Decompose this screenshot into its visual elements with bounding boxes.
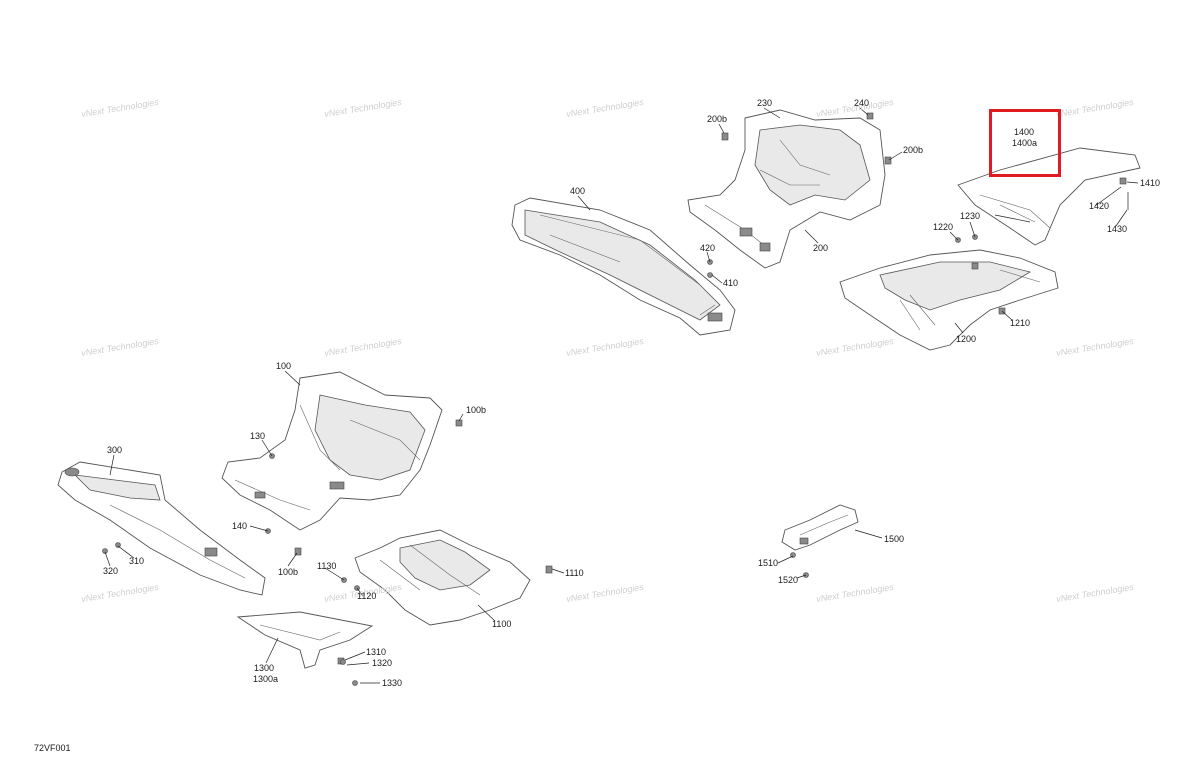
part-1500-bracket	[781, 504, 859, 551]
part-label-1500[interactable]: 1500	[884, 534, 905, 544]
part-label-200b[interactable]: 200b	[707, 114, 728, 124]
part-200-console	[687, 109, 892, 269]
part-label-1310[interactable]: 1310	[366, 647, 387, 657]
part-300-side-panel	[57, 461, 266, 596]
part-label-1520[interactable]: 1520	[778, 575, 799, 585]
part-label-230[interactable]: 230	[757, 98, 773, 108]
part-label-320[interactable]: 320	[103, 566, 119, 576]
part-label-1210[interactable]: 1210	[1010, 318, 1031, 328]
hardware-fasteners	[102, 234, 978, 686]
part-label-1220[interactable]: 1220	[933, 222, 954, 232]
part-label-100b[interactable]: 100b	[278, 567, 299, 577]
part-label-1410[interactable]: 1410	[1140, 178, 1161, 188]
part-label-1320[interactable]: 1320	[372, 658, 393, 668]
part-label-1330[interactable]: 1330	[382, 678, 403, 688]
part-label-140[interactable]: 140	[232, 521, 248, 531]
part-label-240[interactable]: 240	[854, 98, 870, 108]
part-label-300[interactable]: 300	[107, 445, 123, 455]
part-label-1110[interactable]: 1110	[565, 568, 584, 578]
part-label-310[interactable]: 310	[129, 556, 145, 566]
part-label-130[interactable]: 130	[250, 431, 266, 441]
part-label-410[interactable]: 410	[723, 278, 739, 288]
highlight-box	[989, 109, 1061, 177]
part-100-front-console	[221, 371, 463, 556]
part-label-1230[interactable]: 1230	[960, 211, 981, 221]
part-1100-floor-panel	[354, 529, 531, 626]
part-1400-side-panel	[957, 147, 1141, 246]
part-label-1400[interactable]: 1400	[1014, 127, 1035, 137]
part-label-1120[interactable]: 1120	[357, 591, 377, 601]
part-label-1420[interactable]: 1420	[1089, 201, 1110, 211]
part-label-420[interactable]: 420	[700, 243, 716, 253]
part-label-200[interactable]: 200	[813, 243, 829, 253]
part-label-200b[interactable]: 200b	[903, 145, 924, 155]
part-label-1100[interactable]: 1100	[492, 619, 512, 629]
figure-code: 72VF001	[34, 743, 71, 753]
part-label-1200[interactable]: 1200	[956, 334, 977, 344]
part-400-side-rail	[511, 197, 736, 336]
part-1200-floor-panel	[839, 249, 1059, 351]
part-1300-corner-panel	[236, 611, 374, 669]
leader-lines	[104, 107, 1139, 684]
part-label-1430[interactable]: 1430	[1107, 224, 1128, 234]
part-label-1510[interactable]: 1510	[758, 558, 779, 568]
part-label-400[interactable]: 400	[570, 186, 586, 196]
part-label-1300a[interactable]: 1300a	[253, 674, 279, 684]
part-label-100b[interactable]: 100b	[466, 405, 487, 415]
part-label-1400a[interactable]: 1400a	[1012, 138, 1038, 148]
part-label-100[interactable]: 100	[276, 361, 292, 371]
part-label-1300[interactable]: 1300	[254, 663, 275, 673]
part-label-1130[interactable]: 1130	[317, 561, 337, 571]
